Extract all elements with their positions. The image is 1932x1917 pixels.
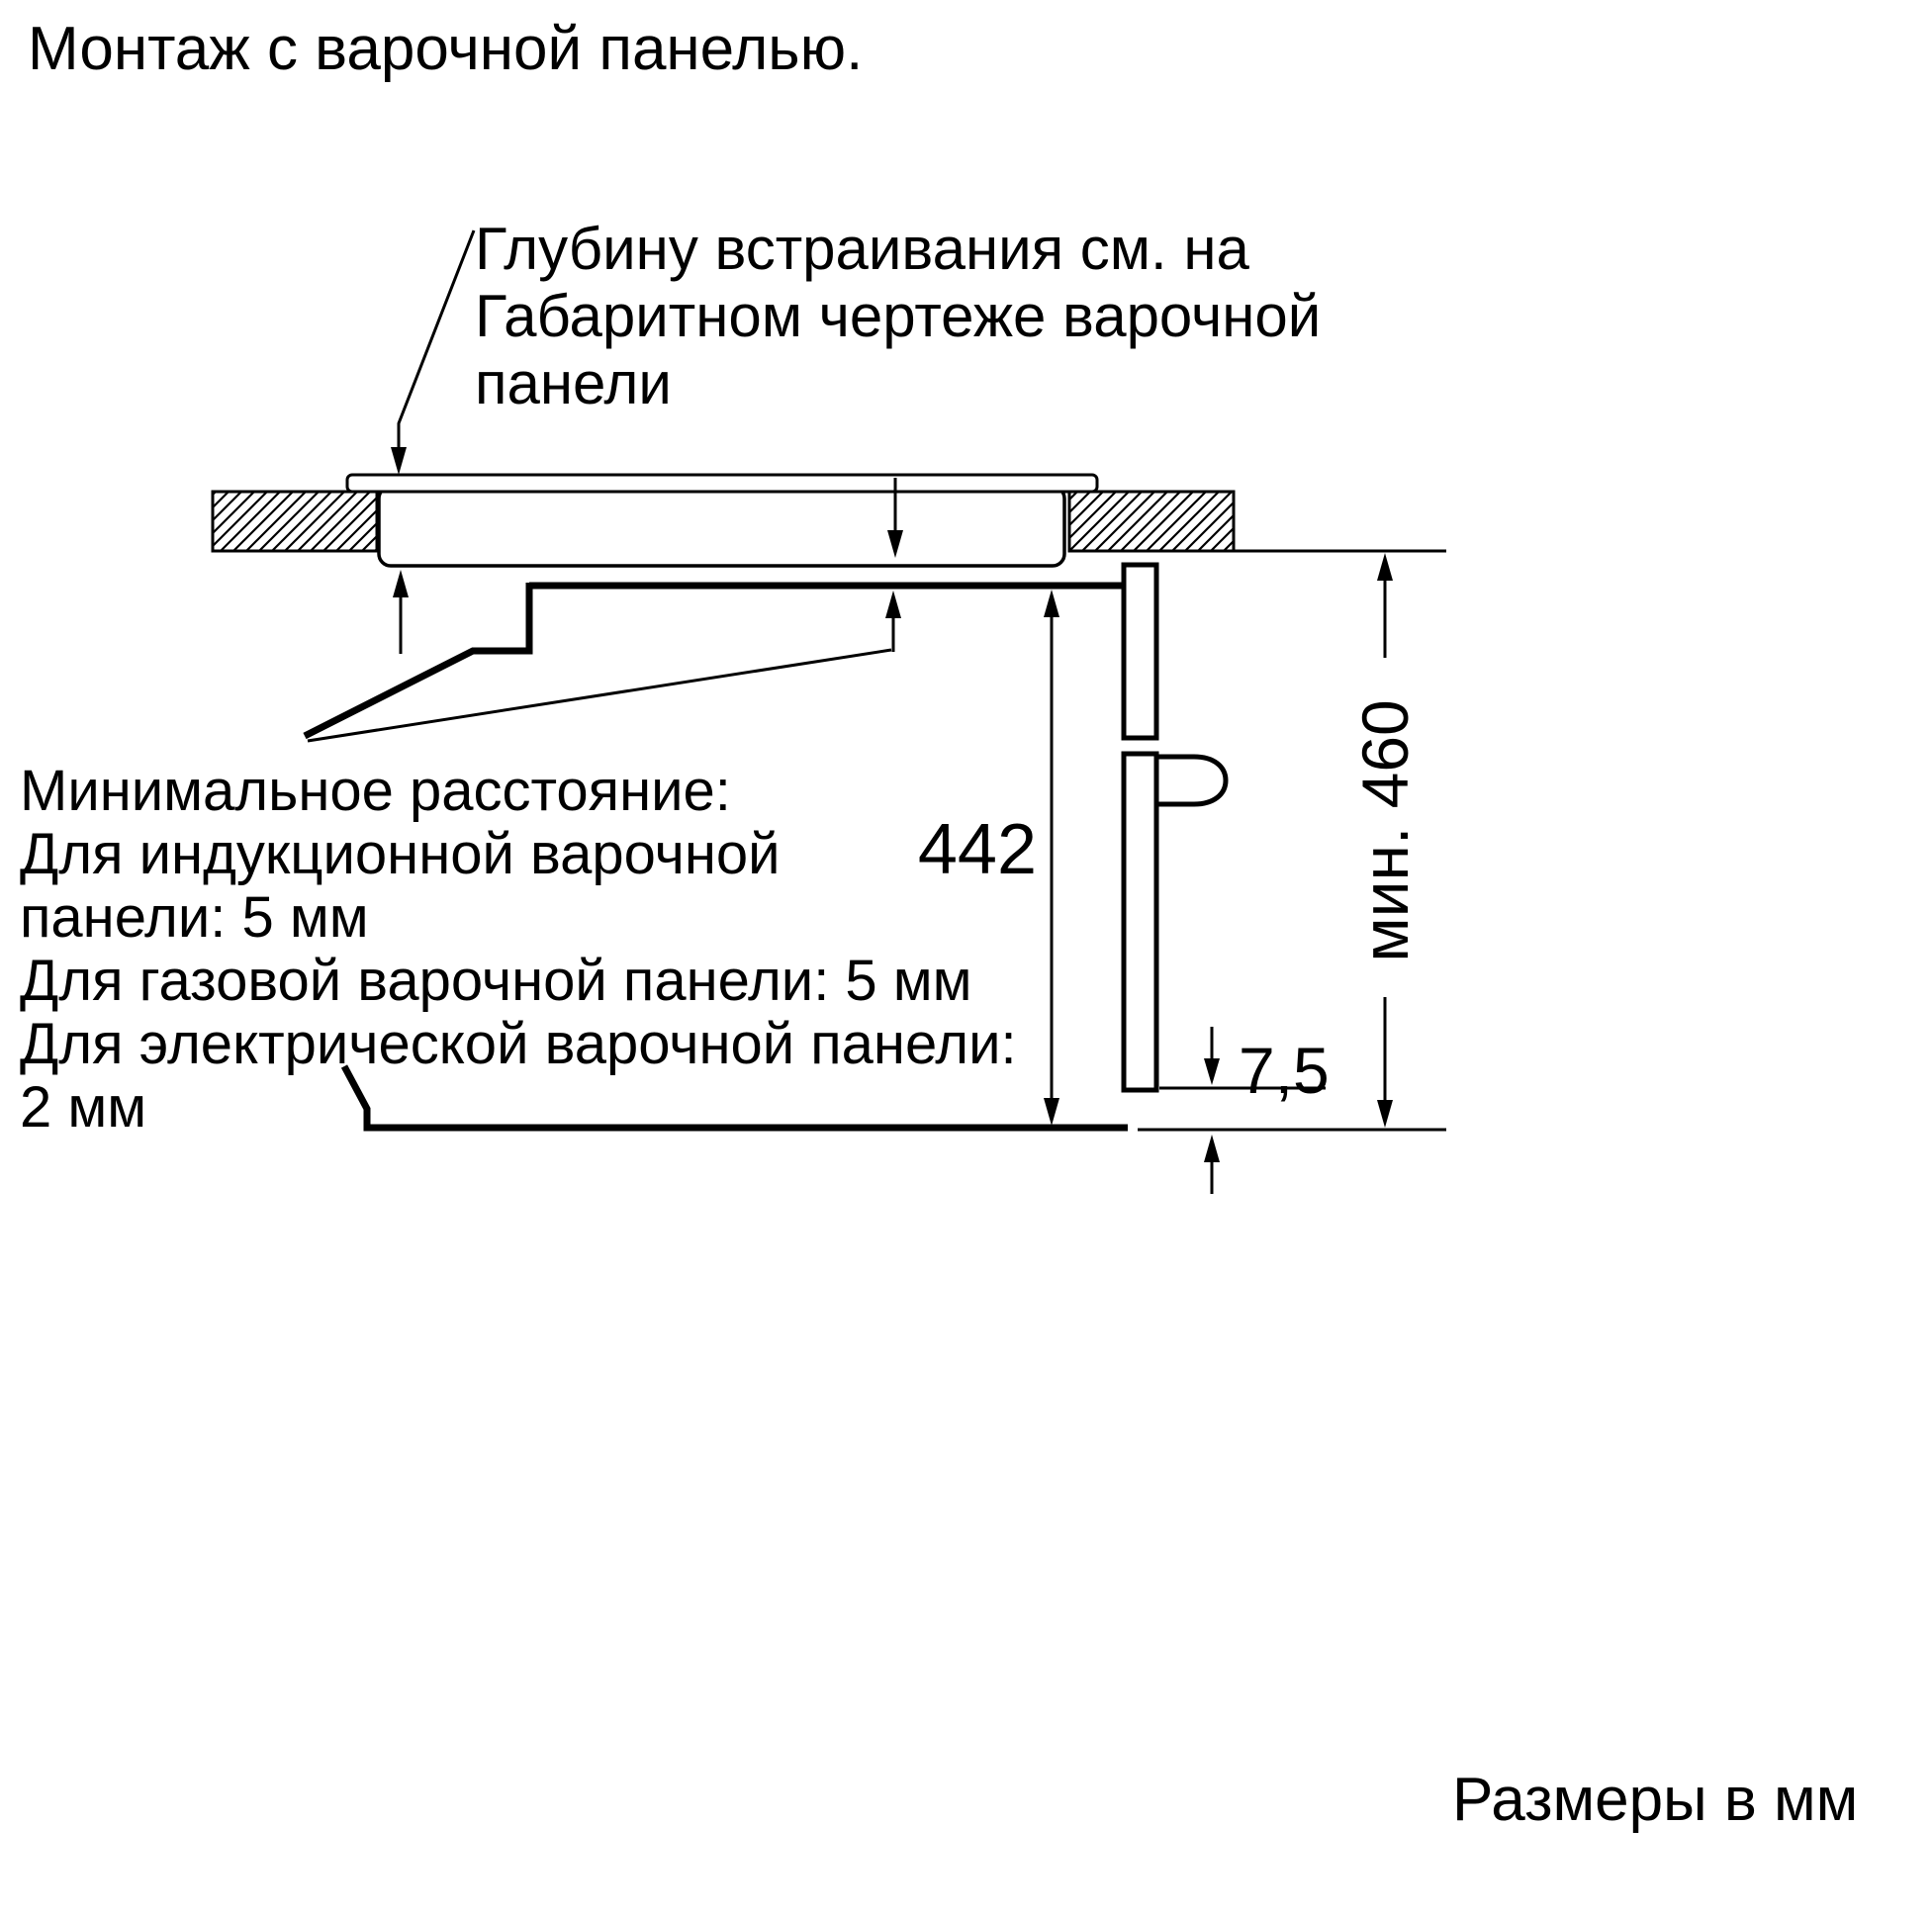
down-arrow-icon xyxy=(1204,1058,1220,1085)
countertop-section xyxy=(211,490,1236,553)
down-arrow-icon xyxy=(1377,1100,1393,1128)
hob-body xyxy=(377,485,1066,568)
oven-bottom-edge xyxy=(340,1064,1128,1132)
embed-depth-note-line: Глубину встраивания см. на xyxy=(475,216,1249,282)
min-distance-note-line: Минимальное расстояние: xyxy=(20,759,731,823)
dimension-442 xyxy=(1044,590,1059,1126)
down-arrow-icon xyxy=(1044,1098,1059,1126)
hob-section xyxy=(345,473,1099,568)
dimension-min-460 xyxy=(1377,553,1393,1128)
embed-depth-note-line: Габаритном чертеже варочной xyxy=(475,283,1322,349)
units-note: Размеры в мм xyxy=(1452,1766,1859,1834)
up-arrow-icon xyxy=(1204,1135,1220,1162)
reference-lines xyxy=(1138,549,1446,1132)
embed-depth-note-line: панели xyxy=(475,350,672,416)
up-arrow-icon xyxy=(885,591,901,618)
up-arrow-icon xyxy=(1377,553,1393,581)
countertop-right-hatch xyxy=(1067,490,1236,553)
niche-height-dimension-label: мин. 460 xyxy=(1348,699,1422,962)
oven-front-panel xyxy=(1121,562,1229,1093)
oven-door-front xyxy=(1121,751,1159,1093)
oven-top-step xyxy=(303,583,533,740)
up-arrow-icon xyxy=(1044,590,1059,617)
up-arrow-icon xyxy=(393,570,409,597)
min-distance-note-line: 2 мм xyxy=(20,1075,147,1140)
min-distance-note-line: Для индукционной варочной xyxy=(20,822,781,886)
hob-glass-top xyxy=(345,473,1099,494)
oven-outline xyxy=(303,582,1128,1132)
page-title: Монтаж с варочной панелью. xyxy=(28,15,864,83)
min-distance-note-line: Для газовой варочной панели: 5 мм xyxy=(20,949,972,1013)
down-arrow-icon xyxy=(887,530,903,558)
min-distance-note-line: панели: 5 мм xyxy=(20,885,369,950)
down-arrow-icon xyxy=(391,447,407,475)
oven-door-handle xyxy=(1153,754,1229,807)
countertop-left-hatch xyxy=(211,490,379,553)
dimension-7-5 xyxy=(1204,1027,1220,1194)
embed-depth-note: Глубину встраивания см. на Габаритном че… xyxy=(475,216,1321,417)
min-distance-arrows xyxy=(307,570,901,743)
oven-height-dimension-label: 442 xyxy=(917,810,1037,889)
bottom-gap-dimension-label: 7,5 xyxy=(1239,1034,1330,1107)
min-distance-note: Минимальное расстояние: Для индукционной… xyxy=(20,760,1017,1140)
min-distance-note-line: Для электрической варочной панели: xyxy=(20,1012,1017,1076)
embed-depth-leader xyxy=(391,229,903,558)
oven-control-panel xyxy=(1121,562,1159,741)
